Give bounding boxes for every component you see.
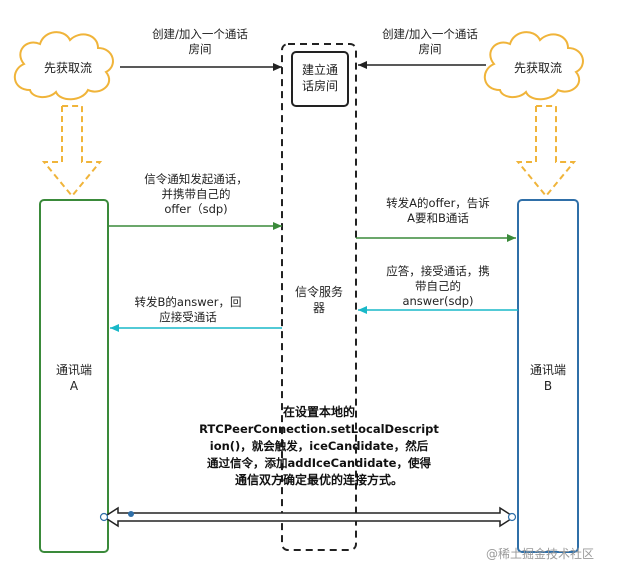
down-arrow-right: [515, 105, 577, 198]
room-box: [291, 51, 349, 107]
label-create-left: 创建/加入一个通话房间: [152, 27, 248, 56]
room-box-label: 建立通话房间: [301, 63, 338, 93]
connection-point-a: [99, 512, 109, 522]
connection-point-b: [507, 512, 517, 522]
cloud-left-shape: [14, 31, 114, 101]
label-create-right: 创建/加入一个通话房间: [382, 27, 478, 56]
client-b-box: [517, 199, 579, 553]
connection-point-selected: [128, 511, 134, 517]
client-a-box: [39, 199, 109, 553]
cloud-left-label: 先获取流: [43, 61, 92, 75]
watermark: @稀土掘金技术社区: [486, 547, 595, 561]
signal-server-label: 信令服务器: [294, 285, 343, 315]
cloud-right-label: 先获取流: [513, 61, 562, 75]
cloud-right-shape: [484, 31, 584, 101]
label-forward-answer: 转发B的answer，回应接受通话: [134, 295, 242, 324]
ice-candidate-note: 在设置本地的 RTCPeerConnection.setLocalDescrip…: [199, 405, 439, 487]
signal-server-box: [281, 43, 357, 551]
down-arrow-left: [41, 105, 103, 198]
